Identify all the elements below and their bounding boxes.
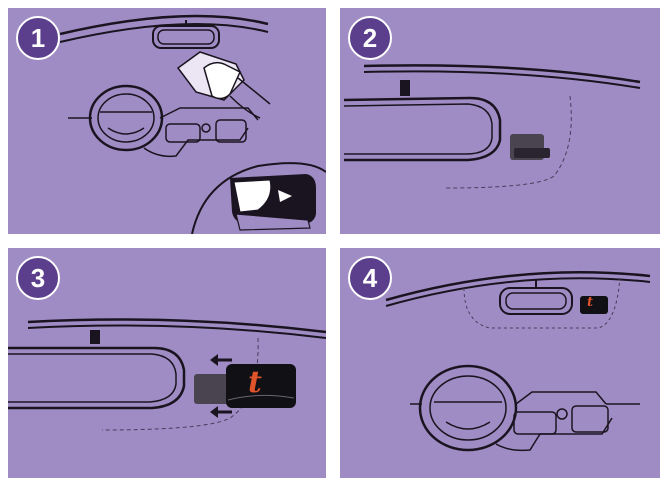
arrow-left-icon (210, 354, 232, 366)
step-3-illustration (8, 318, 326, 431)
step-1-panel: 1 (8, 8, 326, 234)
step-2-illustration (343, 64, 641, 189)
rear-view-mirror (8, 346, 186, 410)
step-4-badge: 4 (348, 256, 392, 300)
step-1-illustration (59, 14, 326, 234)
arrow-left-icon (210, 406, 232, 418)
step-4-panel: t 4 (340, 248, 660, 478)
rear-view-mirror (343, 96, 502, 162)
steering-wheel (88, 84, 164, 152)
tag-logo-letter: t (587, 295, 594, 310)
hand (203, 61, 241, 100)
toll-tag-device (580, 296, 608, 314)
step-3-badge: 3 (16, 256, 60, 300)
step-1-badge: 1 (16, 16, 60, 60)
step-2-badge: 2 (348, 16, 392, 60)
tag-logo-letter: t (248, 365, 262, 400)
step-4-illustration (385, 271, 651, 452)
step-3-panel: t 3 (8, 248, 326, 478)
step-2-panel: 2 (340, 8, 660, 234)
steering-wheel (418, 364, 518, 452)
rear-view-mirror (499, 287, 573, 315)
